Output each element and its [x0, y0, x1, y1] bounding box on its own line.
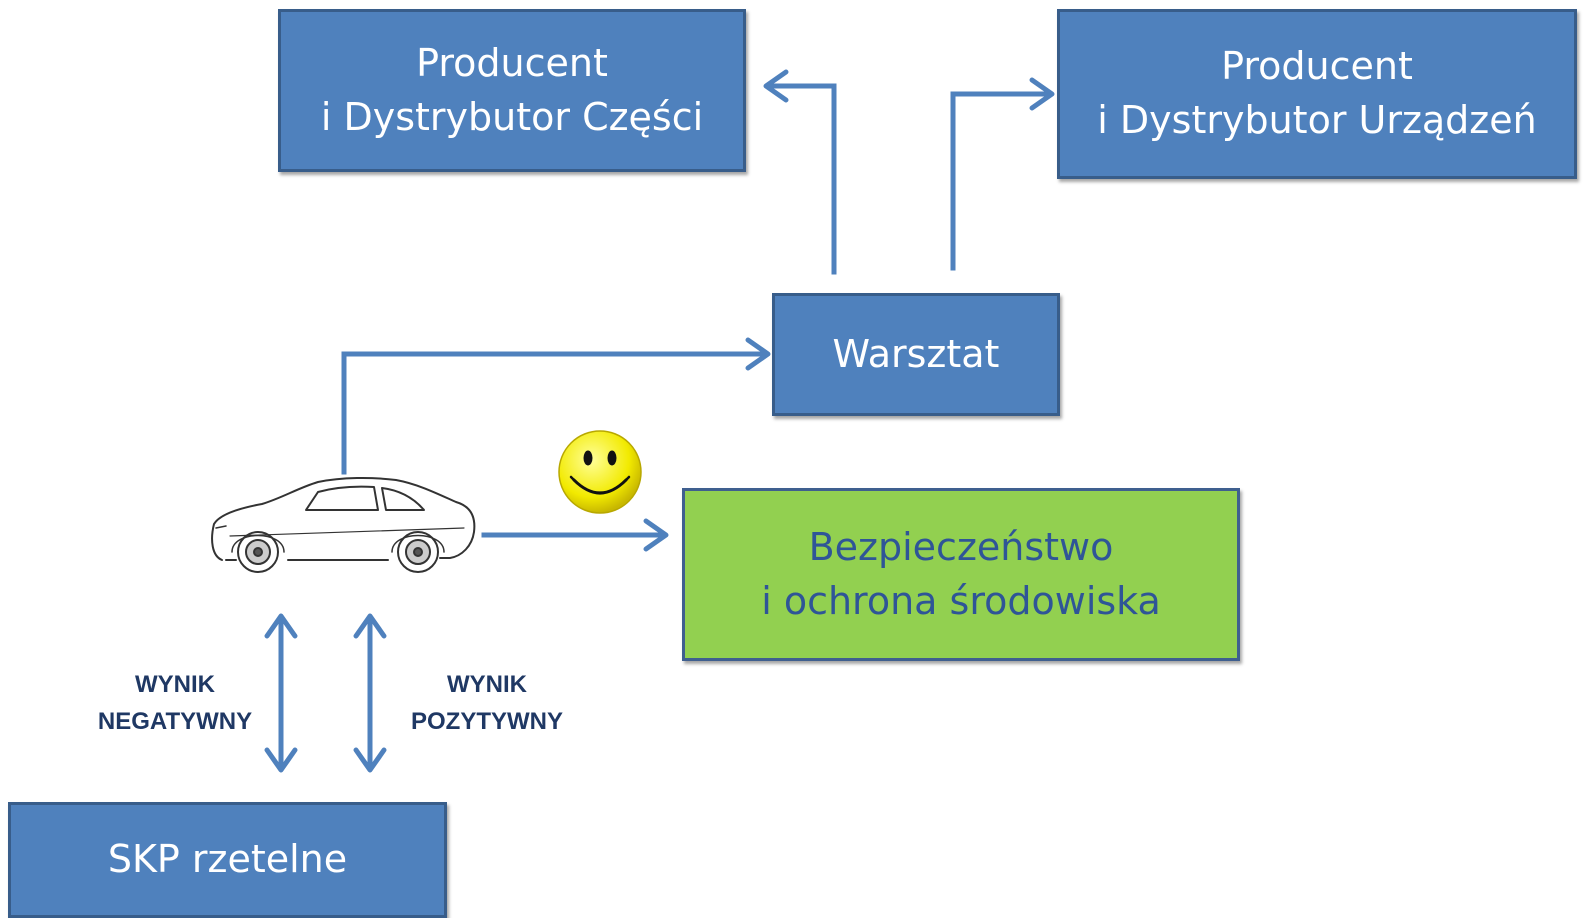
arrowhead-workshop [745, 337, 771, 371]
arrow-workshop-to-devices [950, 91, 1053, 271]
arrowhead-negative-down [264, 747, 298, 773]
car-icon [211, 476, 476, 573]
safety-line2: i ochrona środowiska [761, 578, 1161, 623]
negative-result-line2: NEGATYWNY [97, 708, 253, 735]
safety-box: Bezpieczeństwo i ochrona środowiska [682, 488, 1240, 661]
producer-parts-line2: i Dystrybutor Części [320, 94, 704, 139]
negative-result-line1: WYNIK [135, 671, 215, 698]
arrowhead-positive-up [353, 613, 387, 639]
arrowhead-parts [763, 69, 789, 103]
workshop-box: Warsztat [772, 293, 1060, 416]
workshop-label: Warsztat [832, 331, 1000, 376]
producer-parts-box: Producent i Dystrybutor Części [278, 9, 746, 172]
arrow-car-to-workshop [341, 351, 769, 475]
skp-box: SKP rzetelne [8, 802, 447, 918]
producer-devices-box: Producent i Dystrybutor Urządzeń [1057, 9, 1577, 179]
arrowhead-devices [1029, 77, 1055, 111]
negative-result-label: WYNIK NEGATYWNY [60, 666, 290, 740]
positive-result-line1: WYNIK [447, 671, 527, 698]
arrowhead-positive-down [353, 747, 387, 773]
safety-line1: Bezpieczeństwo [808, 524, 1114, 569]
skp-label: SKP rzetelne [107, 837, 348, 882]
positive-result-label: WYNIK POZYTYWNY [372, 666, 602, 740]
arrow-workshop-to-parts [765, 83, 837, 275]
smiley-icon [558, 430, 642, 514]
producer-devices-line2: i Dystrybutor Urządzeń [1097, 98, 1537, 142]
producer-parts-line1: Producent [416, 40, 608, 85]
producer-devices-line1: Producent [1221, 44, 1413, 89]
arrowhead-safety [643, 518, 669, 552]
arrowhead-negative-up [264, 613, 298, 639]
positive-result-line2: POZYTYWNY [410, 708, 563, 735]
